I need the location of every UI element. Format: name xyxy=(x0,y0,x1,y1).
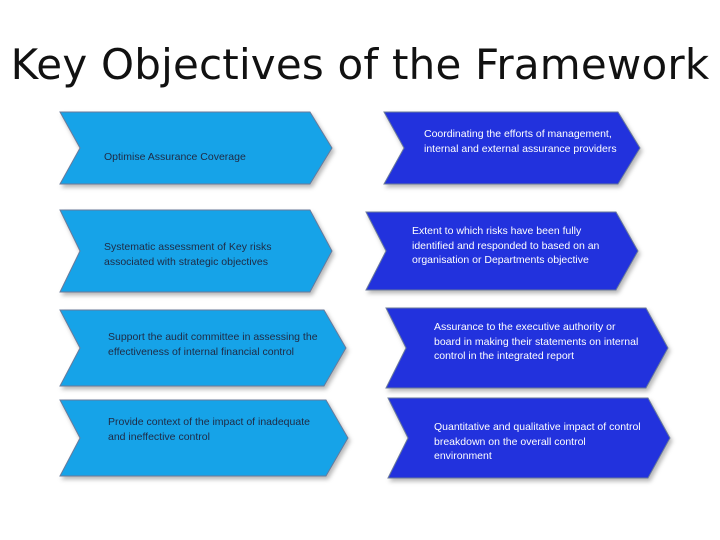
chevron-left-3 xyxy=(59,309,347,387)
chevron-right-3 xyxy=(385,307,669,389)
chevron-right-label-1: Coordinating the efforts of management, … xyxy=(424,128,617,155)
chevron-right-2 xyxy=(365,211,639,291)
chevron-right-1 xyxy=(383,111,641,185)
slide-title: Key Objectives of the Framework xyxy=(10,40,710,89)
chevron-right-label-2: Extent to which risks have been fully id… xyxy=(412,225,600,266)
chevron-left-4 xyxy=(59,399,349,477)
chevron-left-2 xyxy=(59,209,333,293)
chevron-left-label-3: Support the audit committee in assessing… xyxy=(108,331,318,358)
chevron-right-4 xyxy=(387,397,671,479)
chevron-right-label-4: Quantitative and qualitative impact of c… xyxy=(434,421,641,462)
chevron-left-label-2: Systematic assessment of Key risks assoc… xyxy=(104,241,272,268)
chevron-left-label-4: Provide context of the impact of inadequ… xyxy=(108,416,310,443)
chevron-left-1 xyxy=(59,111,333,185)
chevron-right-label-3: Assurance to the executive authority or … xyxy=(434,321,639,362)
chevron-left-label-1: Optimise Assurance Coverage xyxy=(104,151,246,163)
